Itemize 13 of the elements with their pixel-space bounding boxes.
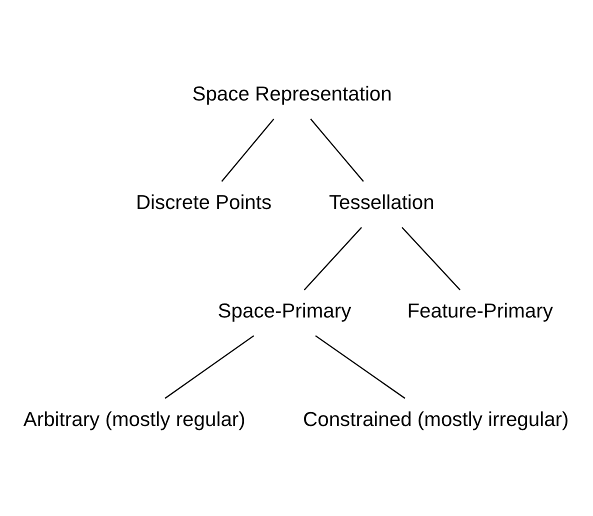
node-text: Space-Primary — [218, 300, 352, 322]
node-text: Space Representation — [192, 83, 392, 106]
connector — [315, 334, 406, 398]
node-text: Feature-Primary — [407, 300, 553, 322]
node-text: Discrete Points — [136, 192, 272, 214]
node-text: Tessellation — [328, 192, 434, 214]
connector — [402, 226, 460, 290]
connector — [304, 226, 362, 290]
connector — [310, 118, 364, 182]
node-text: Constrained (mostly irregular) — [303, 408, 569, 431]
node-text: Arbitrary (mostly regular) — [23, 408, 246, 431]
connector — [164, 334, 254, 398]
connector — [221, 118, 274, 182]
